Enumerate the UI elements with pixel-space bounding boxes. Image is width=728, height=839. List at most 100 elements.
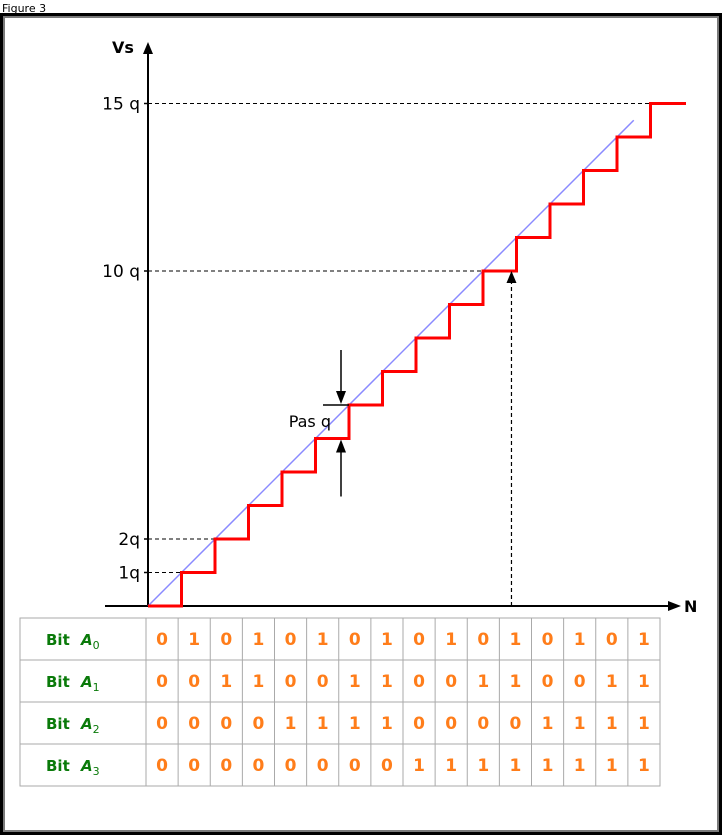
- bit-cell: 1: [638, 756, 650, 776]
- code-marker: [506, 271, 517, 606]
- bit-row-label-index: 1: [93, 681, 100, 694]
- bit-cell: 1: [542, 756, 554, 776]
- bit-cell: 0: [188, 756, 200, 776]
- bit-cell: 0: [413, 672, 425, 692]
- bit-cell: 1: [317, 630, 329, 650]
- bit-cell: 1: [477, 756, 489, 776]
- bit-row-label-index: 0: [93, 639, 100, 652]
- bit-cell: 0: [574, 672, 586, 692]
- bit-cell: 0: [413, 630, 425, 650]
- bit-cell: 1: [606, 672, 618, 692]
- bit-cell: 0: [285, 756, 297, 776]
- y-tick-label: 15 q: [102, 95, 140, 115]
- bit-row-label-index: 2: [93, 723, 100, 736]
- bit-cell: 1: [638, 714, 650, 734]
- bit-cell: 1: [574, 714, 586, 734]
- bit-row-label: Bit A0: [46, 631, 100, 652]
- bit-cell: 0: [477, 714, 489, 734]
- dashed-guide-lines: [148, 103, 684, 573]
- bit-cell: 0: [253, 714, 265, 734]
- bit-cell: 0: [349, 630, 361, 650]
- x-axis-label: N: [684, 597, 697, 616]
- y-tick-labels: 15 q 10 q 2q 1q: [102, 95, 148, 584]
- ideal-transfer-line: [147, 119, 635, 607]
- bit-row-label-var: A: [80, 757, 93, 775]
- bit-cell: 0: [156, 672, 168, 692]
- bit-cell: 0: [542, 630, 554, 650]
- bit-cell: 1: [220, 672, 232, 692]
- y-axis-arrowhead: [143, 42, 153, 54]
- bit-row-label-text: Bit: [46, 631, 75, 649]
- bit-row-label: Bit A1: [46, 673, 100, 694]
- bit-cell: 1: [381, 672, 393, 692]
- bit-cell: 1: [477, 672, 489, 692]
- y-axis-label: Vs: [112, 38, 134, 57]
- bit-cell: 0: [156, 714, 168, 734]
- bit-cell: 1: [638, 630, 650, 650]
- bit-cell: 1: [188, 630, 200, 650]
- bit-cell: 1: [253, 672, 265, 692]
- bit-cell: 1: [510, 672, 522, 692]
- bit-cell: 1: [253, 630, 265, 650]
- x-axis-arrowhead: [668, 601, 681, 611]
- bit-cell: 1: [574, 756, 586, 776]
- bit-cell: 1: [317, 714, 329, 734]
- bit-cell: 0: [285, 672, 297, 692]
- bit-cell: 1: [510, 756, 522, 776]
- bit-cell: 0: [317, 672, 329, 692]
- bit-cell: 0: [510, 714, 522, 734]
- bit-cell: 1: [349, 672, 361, 692]
- bit-cell: 1: [542, 714, 554, 734]
- step-annotation: Pas q: [289, 350, 349, 497]
- bit-cell: 0: [156, 630, 168, 650]
- bit-cell: 1: [349, 714, 361, 734]
- bit-cell: 1: [606, 714, 618, 734]
- bit-cell: 1: [285, 714, 297, 734]
- bit-cell: 0: [285, 630, 297, 650]
- bit-cell: 0: [445, 714, 457, 734]
- bit-row-label-index: 3: [93, 765, 100, 778]
- bit-row-label: Bit A3: [46, 757, 100, 778]
- bit-cell: 0: [253, 756, 265, 776]
- bit-cell: 0: [477, 630, 489, 650]
- bit-row-label-var: A: [80, 715, 93, 733]
- step-arrow-up-head: [336, 439, 346, 453]
- bit-row-label-var: A: [80, 631, 93, 649]
- bit-cell: 0: [381, 756, 393, 776]
- bit-cell: 1: [381, 630, 393, 650]
- bit-row-label: Bit A2: [46, 715, 100, 736]
- staircase-output: [148, 102, 686, 608]
- bit-cell: 1: [606, 756, 618, 776]
- bit-cell: 1: [381, 714, 393, 734]
- bit-row-label-text: Bit: [46, 673, 75, 691]
- bit-cell: 0: [317, 756, 329, 776]
- bit-cell: 0: [220, 756, 232, 776]
- y-tick-label: 10 q: [102, 262, 140, 282]
- step-arrow-down-head: [336, 391, 346, 404]
- bit-cell: 0: [413, 714, 425, 734]
- figure-frame: [0, 13, 722, 835]
- bit-cell: 1: [510, 630, 522, 650]
- bit-cell: 0: [188, 672, 200, 692]
- y-tick-label: 1q: [118, 564, 140, 584]
- bit-cell: 1: [638, 672, 650, 692]
- bit-cell: 1: [445, 630, 457, 650]
- marker-arrowhead: [506, 271, 517, 283]
- step-annotation-label: Pas q: [289, 412, 331, 431]
- bit-cell: 0: [606, 630, 618, 650]
- bit-cell: 0: [445, 672, 457, 692]
- bit-row-label-text: Bit: [46, 715, 75, 733]
- bit-row-label-text: Bit: [46, 757, 75, 775]
- figure-header-text: Figure 3: [2, 3, 46, 15]
- axes: Vs N: [105, 38, 697, 616]
- bit-cell: 1: [413, 756, 425, 776]
- bit-cell: 0: [188, 714, 200, 734]
- bit-cell: 1: [445, 756, 457, 776]
- bit-row-label-var: A: [80, 673, 93, 691]
- bit-cell: 0: [349, 756, 361, 776]
- bit-cell: 0: [220, 630, 232, 650]
- bit-cell: 1: [574, 630, 586, 650]
- y-tick-label: 2q: [118, 530, 140, 550]
